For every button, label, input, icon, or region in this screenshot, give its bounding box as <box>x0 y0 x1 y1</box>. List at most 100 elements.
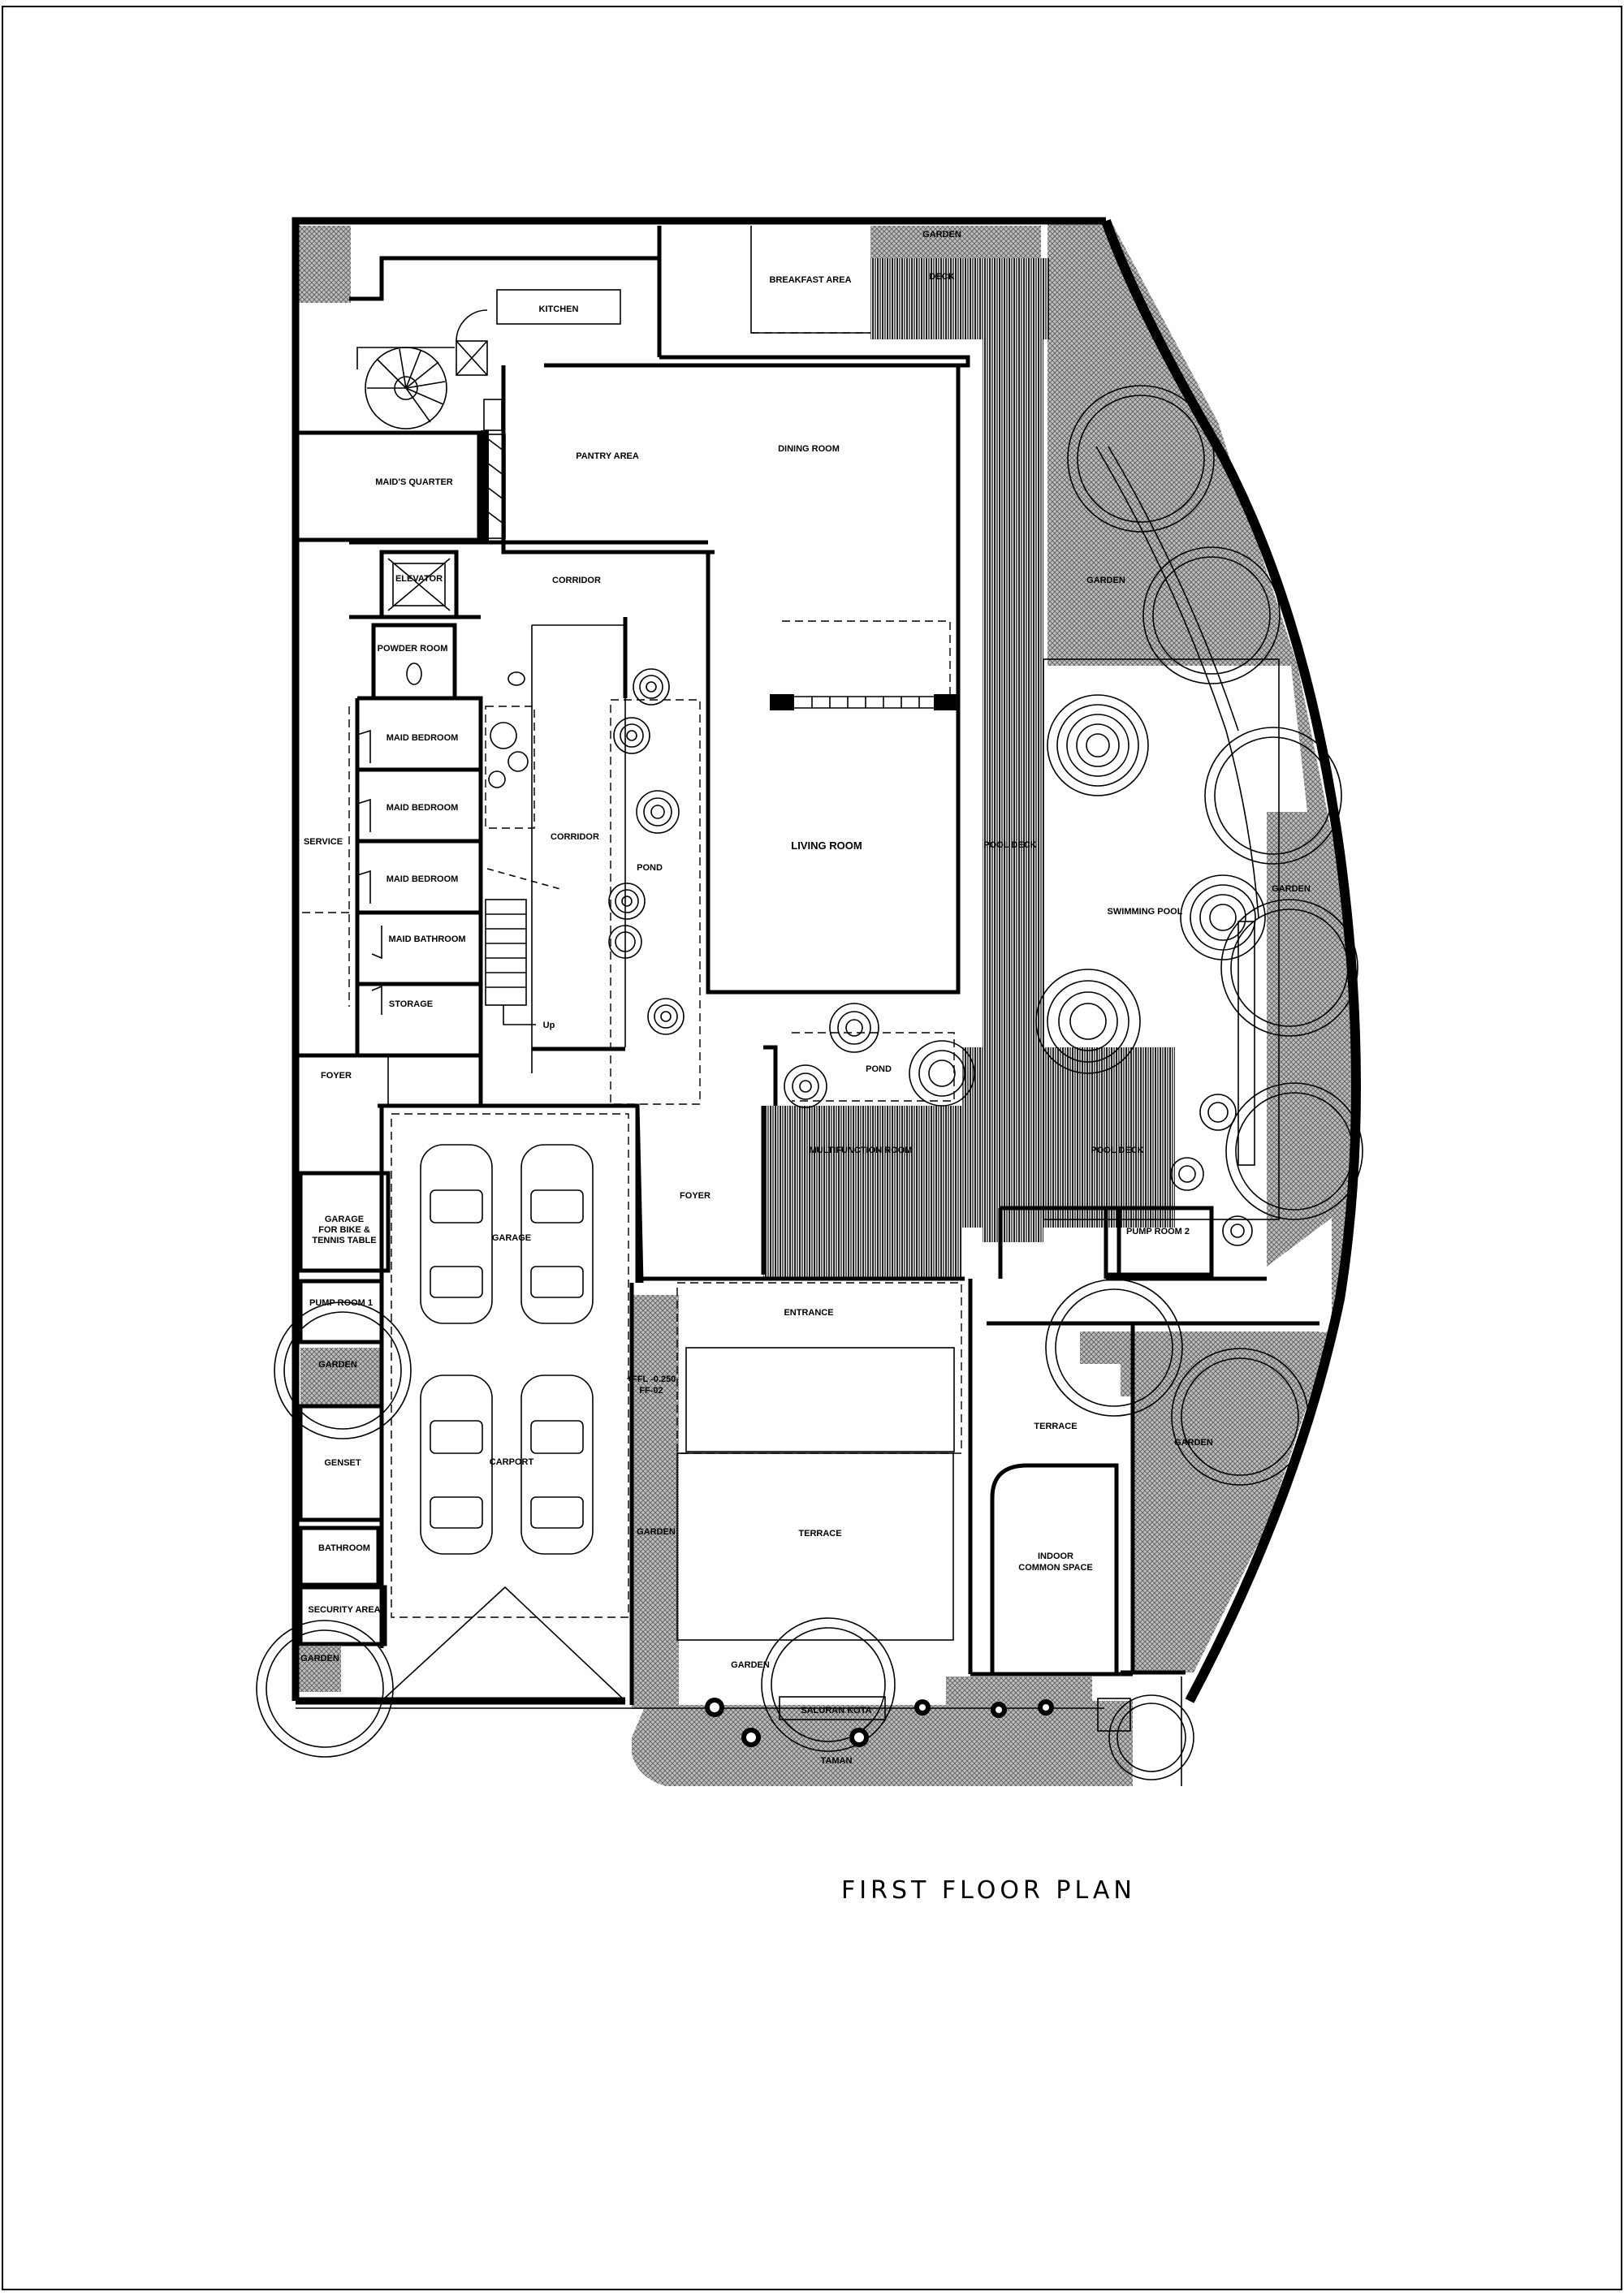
outer-wall-curve <box>1101 219 1361 1703</box>
garden-south-hatch <box>632 1677 1133 1786</box>
label-deck-top: DECK <box>929 272 954 282</box>
elevator-car <box>392 563 446 606</box>
corridor-basin <box>508 671 525 686</box>
label-up: Up <box>543 1021 555 1030</box>
label-garage-bike-1: GARAGE <box>325 1215 364 1224</box>
label-powder: POWDER ROOM <box>378 644 448 654</box>
east-gate-box <box>1097 1698 1131 1732</box>
label-entrance: ENTRANCE <box>784 1308 833 1318</box>
service-walls <box>296 706 350 1007</box>
label-elevator: ELEVATOR <box>395 574 443 584</box>
label-maid-bathroom: MAID BATHROOM <box>388 934 465 944</box>
elevator-x <box>387 558 451 611</box>
label-garden-top: GARDEN <box>922 230 961 240</box>
label-corridor-upper: CORRIDOR <box>552 576 601 585</box>
kitchen-counter <box>496 289 621 325</box>
terrace-east-walls <box>970 1321 1320 1677</box>
entrance-dash <box>676 1282 962 1454</box>
label-pond-west: POND <box>637 863 663 873</box>
garage-outer-wall <box>378 1103 640 1648</box>
car-3 <box>420 1375 493 1555</box>
label-breakfast: BREAKFAST AREA <box>769 275 851 285</box>
spiral-stair <box>356 309 488 429</box>
label-dining: DINING ROOM <box>778 444 840 454</box>
label-garden-east-upper: GARDEN <box>1086 576 1125 585</box>
label-swimming-pool: SWIMMING POOL <box>1108 907 1183 917</box>
label-pantry: PANTRY AREA <box>576 451 639 461</box>
fireplace-bar-2 <box>934 694 958 710</box>
label-level-1: +FFL -0.250 <box>627 1375 676 1384</box>
laundry-c1 <box>490 722 517 749</box>
dining-inner-dash <box>782 620 951 698</box>
driveway-lines <box>341 1586 626 1702</box>
label-garden-south: GARDEN <box>731 1660 770 1670</box>
indoor-common-wall <box>990 1463 1119 1674</box>
drawing-title: FIRST FLOOR PLAN <box>841 1876 1136 1905</box>
garden-pump-hatch <box>300 1348 382 1405</box>
elevator-shaft <box>379 550 459 619</box>
label-garden-east-mid: GARDEN <box>1272 884 1311 894</box>
garden-corner-hatch <box>299 226 351 303</box>
label-carport: CARPORT <box>490 1457 534 1467</box>
label-terrace-east: TERRACE <box>1034 1422 1077 1431</box>
label-maid-bed-2: MAID BEDROOM <box>387 803 459 813</box>
car-2 <box>520 1144 594 1324</box>
garden-west-strip-hatch <box>632 1295 679 1709</box>
label-maid-bed-3: MAID BEDROOM <box>387 874 459 884</box>
fireplace-bar <box>770 694 794 710</box>
label-kitchen: KITCHEN <box>539 304 579 314</box>
pantry-wall-mark <box>481 430 489 544</box>
tree-canopy-group <box>256 385 1363 1780</box>
label-bathroom: BATHROOM <box>318 1543 370 1553</box>
label-corridor-lower: CORRIDOR <box>551 832 599 842</box>
label-pond-south: POND <box>866 1064 892 1074</box>
pond-south-outline <box>792 1032 955 1102</box>
pantry-walls <box>501 365 715 555</box>
label-level-2: FF-02 <box>639 1386 663 1396</box>
label-indoor-1: INDOOR <box>1038 1552 1073 1561</box>
label-garage-bike-2: FOR BIKE & <box>318 1225 370 1235</box>
swimming-pool-outline <box>1043 658 1280 1220</box>
label-security: SECURITY AREA <box>308 1605 380 1615</box>
maids-quarter-cabinet <box>483 399 503 431</box>
saluran-box <box>779 1696 886 1720</box>
garden-sw-hatch <box>299 1646 341 1692</box>
internal-stair <box>485 868 561 1025</box>
label-service: SERVICE <box>304 837 343 847</box>
south-planter-dots <box>705 1698 1054 1747</box>
foyer-walls <box>635 1105 965 1284</box>
label-maids-quarter: MAID'S QUARTER <box>375 477 453 487</box>
sheet-border <box>2 6 1622 2290</box>
powder-walls <box>371 623 457 701</box>
maids-quarter-walls <box>296 430 482 542</box>
pool-plants <box>1035 694 1266 1246</box>
label-garden-mid: GARDEN <box>637 1527 676 1537</box>
outer-wall-west <box>292 217 1106 1701</box>
pool-deck <box>962 1047 1175 1228</box>
terrace-walls <box>629 1279 973 1705</box>
laundry-c3 <box>488 770 506 788</box>
living-main-wall <box>544 363 961 995</box>
corridor-2-walls <box>531 624 626 1073</box>
pool-step <box>1237 921 1255 1166</box>
pond-plants <box>608 668 975 1108</box>
label-garden-sw: GARDEN <box>300 1654 339 1664</box>
car-1 <box>420 1144 493 1324</box>
label-pool-deck-strip: POOL DECK <box>983 840 1036 850</box>
garage-dash <box>391 1113 629 1618</box>
label-maid-bed-1: MAID BEDROOM <box>387 733 459 743</box>
multifunction-deck <box>763 1106 962 1278</box>
label-living: LIVING ROOM <box>791 839 862 852</box>
terrace-inner <box>676 1452 954 1641</box>
pool-edge-curve-2 <box>1108 446 1239 732</box>
label-foyer: FOYER <box>680 1191 710 1201</box>
garden-east-lower-hatch <box>1080 1331 1320 1672</box>
laundry-c2 <box>508 751 529 772</box>
label-foyer-west: FOYER <box>321 1071 352 1081</box>
bathroom-room <box>298 1526 381 1587</box>
label-pool-deck: POOL DECK <box>1091 1146 1143 1155</box>
pond-west-outline <box>610 699 701 1105</box>
fireplace-ladder <box>794 696 934 709</box>
label-garage: GARAGE <box>492 1233 531 1243</box>
